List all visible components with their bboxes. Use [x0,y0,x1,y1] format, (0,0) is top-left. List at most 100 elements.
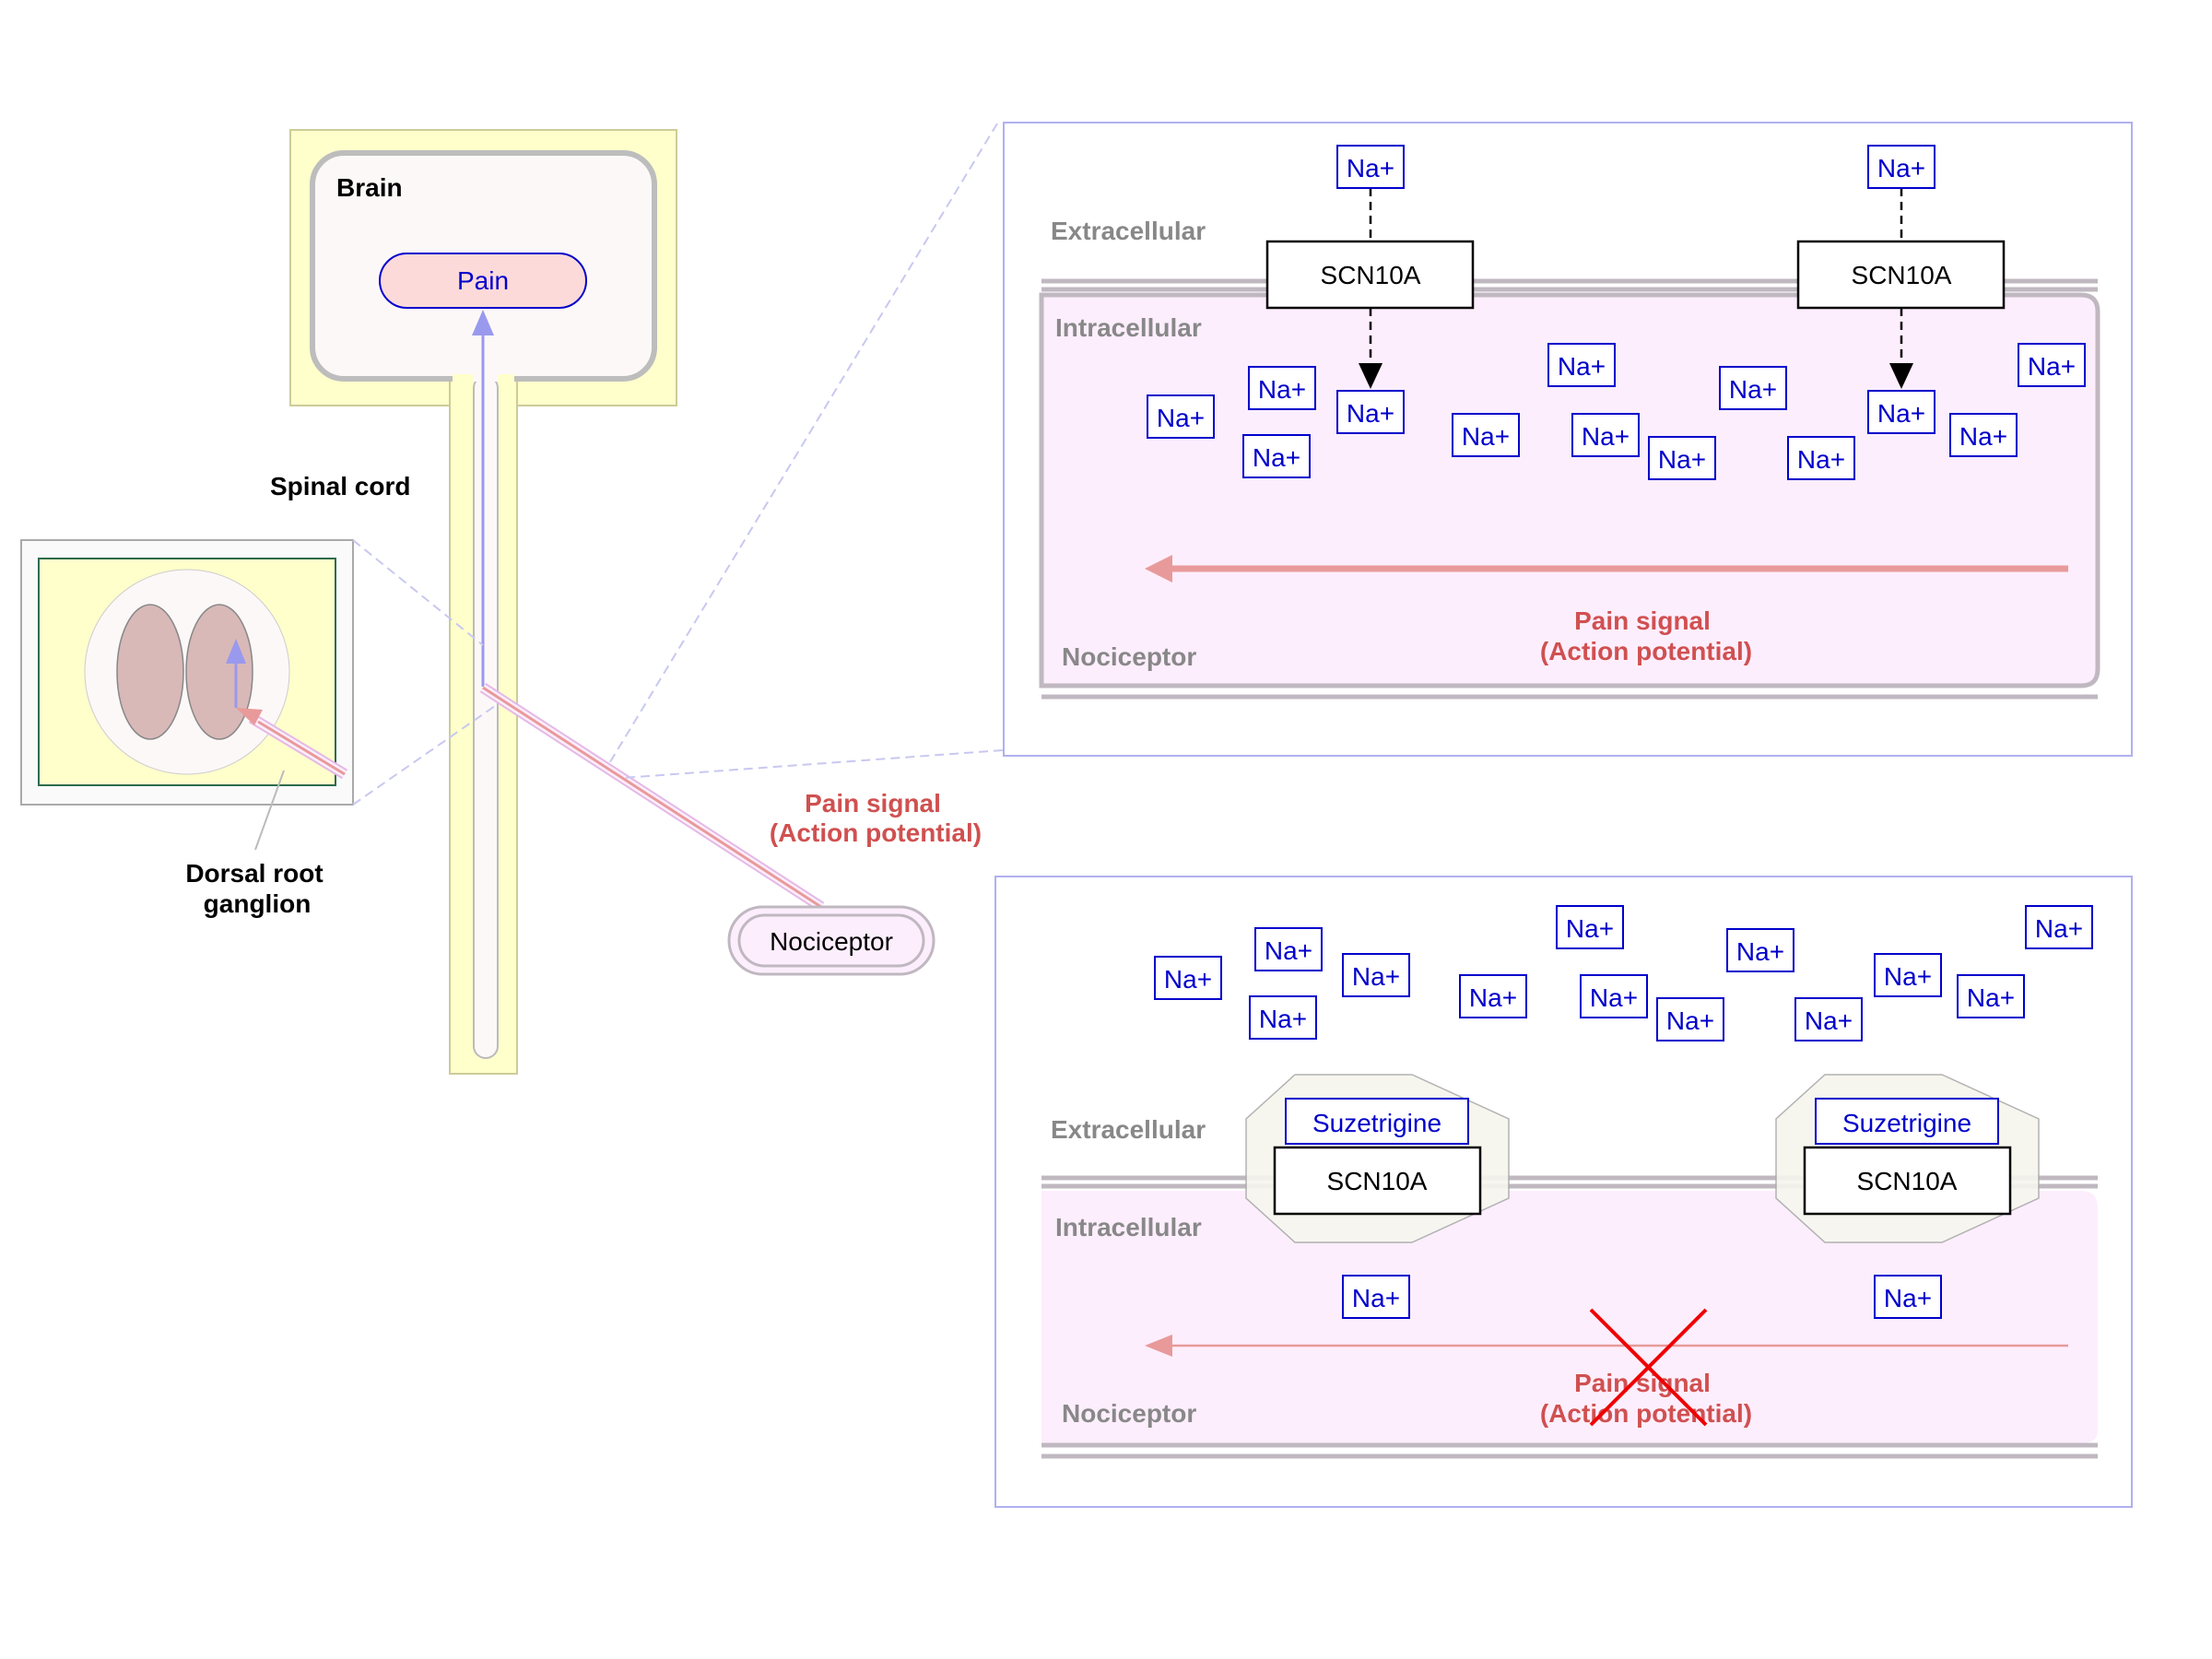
panel-zoom-guide-bottom [622,749,1004,779]
na-ion: Na+ [1342,953,1410,997]
na-ion: Na+ [1452,413,1520,457]
panel-zoom-guide-top [607,123,998,766]
drg-right-horn [185,604,253,740]
na-ion: Na+ [1342,1275,1410,1319]
svg-text:Na+: Na+ [1884,962,1932,991]
drg-left-horn [116,604,184,740]
top-panel-normal-signaling: Extracellular Intracellular Nociceptor S… [1003,122,2133,757]
svg-text:Na+: Na+ [2035,914,2083,943]
na-ion: Na+ [1794,997,1863,1041]
pain-oval [379,253,587,309]
nociceptor-node: Nociceptor [727,905,935,976]
na-ion: Na+ [1719,366,1787,410]
spinal-cord-label: Spinal cord [270,472,410,500]
na-ion: Na+ [1248,366,1316,410]
svg-text:Na+: Na+ [1582,422,1630,451]
na-ion: Na+ [1254,927,1323,971]
top-channel-1-label: SCN10A [1321,261,1421,289]
nociceptor-fiber-signal [482,686,822,909]
na-ion: Na+ [1874,1275,1942,1319]
top-signal-label-line1: Pain signal [1574,606,1711,635]
na-ion: Na+ [1336,390,1405,434]
svg-text:Na+: Na+ [1164,965,1212,994]
dorsal-root-ganglion-inset: Dorsal root ganglion [20,539,354,918]
bottom-channel-1-box [1273,1146,1482,1216]
suzetrigine-box [1815,1098,1999,1145]
svg-text:Na+: Na+ [1658,445,1706,474]
top-extracellular-label: Extracellular [1051,217,1206,245]
suzetrigine-label: Suzetrigine [1842,1109,1971,1137]
drg-signal-arrow-head [236,708,263,725]
signal-blocked-cross-icon [1589,1308,1708,1427]
pain-label: Pain [457,266,509,295]
top-ions: Na+ Na+ Na+ Na+ Na+ Na+ Na+ Na+ Na+ Na+ … [1147,145,2086,480]
bottom-channel-1-complex: Suzetrigine SCN10A [1245,1074,1510,1243]
bottom-signal-label-line2: (Action potential) [1540,1399,1752,1428]
svg-text:Na+: Na+ [1805,1006,1853,1035]
svg-text:Na+: Na+ [1884,1284,1932,1312]
svg-text:Na+: Na+ [1352,962,1400,991]
top-channel-1-box [1265,240,1475,310]
svg-text:Na+: Na+ [1877,399,1925,428]
na-ion: Na+ [1787,436,1855,480]
brain-spinal-cord-section: Brain Pain Spinal cord Nociceptor Pain s… [270,129,982,1075]
drg-label-line2: ganglion [204,889,312,918]
na-ion: Na+ [1547,343,1616,387]
na-ion: Na+ [1648,436,1716,480]
bottom-channel-2-complex: Suzetrigine SCN10A [1775,1074,2040,1243]
drg-ascending-arrow-head [226,639,246,664]
svg-text:Na+: Na+ [1352,1284,1400,1312]
na-ion: Na+ [1147,394,1215,439]
na-ion: Na+ [1556,905,1624,949]
na-ion: Na+ [1154,956,1222,1000]
bottom-cytoplasm [1041,1191,2098,1443]
drg-label-leader [254,770,285,851]
bottom-ions: Na+ Na+ Na+ Na+ Na+ Na+ Na+ Na+ Na+ Na+ … [1154,905,2093,1319]
left-signal-label-line2: (Action potential) [770,818,982,847]
na-ion: Na+ [1571,413,1640,457]
zoom-guides [352,123,1004,806]
suzetrigine-box [1285,1098,1469,1145]
na-ion: Na+ [1874,953,1942,997]
svg-text:Na+: Na+ [1462,422,1510,451]
bottom-channel-1-label: SCN10A [1327,1167,1428,1195]
bottom-intracellular-label: Intracellular [1055,1213,1202,1241]
top-signal-label-line2: (Action potential) [1540,637,1752,665]
suzetrigine-label: Suzetrigine [1312,1109,1441,1137]
top-channel-2-box [1796,240,2006,310]
spinal-cord-canal [473,375,499,1059]
bottom-channel-2-box [1803,1146,2012,1216]
svg-text:Na+: Na+ [1347,399,1394,428]
na-ion: Na+ [1249,995,1317,1040]
bottom-signal-arrow-head [1145,1335,1172,1357]
drg-label-line1: Dorsal root [185,859,323,888]
svg-text:Na+: Na+ [1566,914,1614,943]
nociceptor-inner-capsule [737,913,925,968]
na-ion: Na+ [1459,974,1527,1018]
bottom-channel-2-label: SCN10A [1857,1167,1958,1195]
bottom-nociceptor-label: Nociceptor [1062,1399,1196,1428]
na-ion: Na+ [1867,145,1936,189]
top-channel-1-arrow-head [1359,363,1382,389]
drg-zoom-guide-top [352,539,484,646]
svg-text:Na+: Na+ [1265,936,1312,965]
canal-top-mask [472,374,500,382]
svg-text:Na+: Na+ [2028,352,2076,381]
top-channel-2-arrow-head [1889,363,1913,389]
top-nociceptor-label: Nociceptor [1062,642,1196,671]
na-ion: Na+ [1242,434,1311,478]
brain-label: Brain [336,173,403,202]
svg-text:Na+: Na+ [1157,404,1205,432]
top-signal-arrow-head [1145,555,1172,582]
left-signal-label-line1: Pain signal [805,789,941,818]
na-ion: Na+ [2025,905,2093,949]
svg-text:Na+: Na+ [1666,1006,1714,1035]
na-ion: Na+ [1656,997,1724,1041]
svg-text:Na+: Na+ [1877,154,1925,182]
svg-text:Na+: Na+ [1736,937,1784,966]
na-ion: Na+ [2018,343,2086,387]
bottom-extracellular-label: Extracellular [1051,1115,1206,1144]
svg-text:Na+: Na+ [1729,375,1777,404]
na-ion: Na+ [1336,145,1405,189]
